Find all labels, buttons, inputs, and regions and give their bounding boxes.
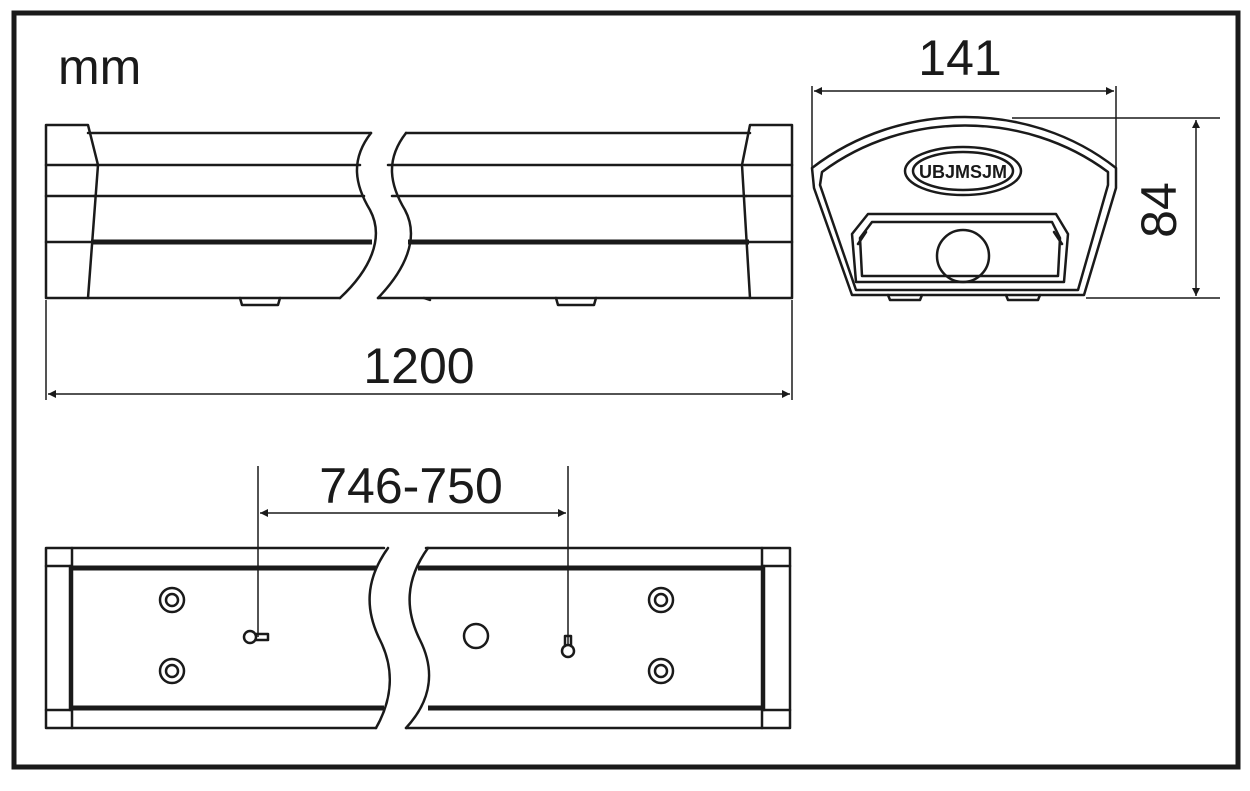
drawing-frame bbox=[11, 10, 1241, 770]
logo-text: UBJMSJM bbox=[919, 162, 1007, 182]
height-dimension: 84 bbox=[1131, 182, 1187, 238]
width-dimension: 141 bbox=[918, 30, 1001, 86]
side-view: 1200 bbox=[44, 123, 794, 400]
end-view: UBJMSJM 141 84 bbox=[810, 30, 1220, 302]
units-label: mm bbox=[58, 39, 141, 95]
bottom-view: 746-750 bbox=[44, 458, 792, 730]
mounting-distance-dimension: 746-750 bbox=[319, 458, 503, 514]
length-dimension: 1200 bbox=[363, 338, 474, 394]
